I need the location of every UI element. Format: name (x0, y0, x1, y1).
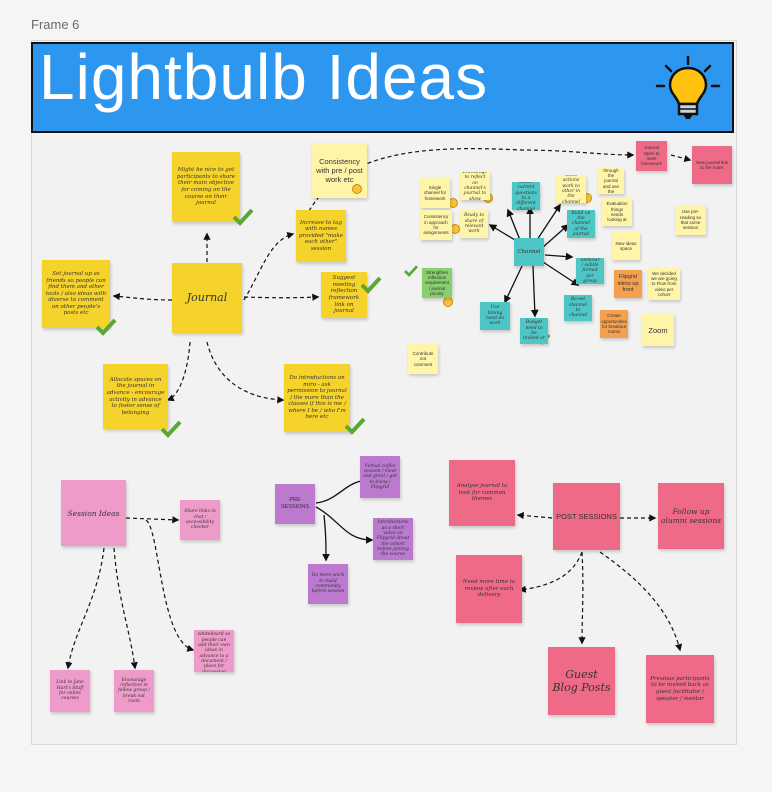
post-sessions-note[interactable]: POST SESSIONS (553, 483, 620, 550)
session-ideas-note[interactable]: Session Ideas (61, 480, 126, 546)
sticky-note[interactable]: Introductions as a short video on Flipgr… (373, 518, 413, 560)
sticky-note[interactable]: Do more work to build community before s… (308, 564, 348, 604)
sticky-note[interactable]: Share current questions to a different c… (512, 182, 540, 210)
consistency-note[interactable]: Consistency with pre / post work etc (312, 143, 367, 198)
sticky-note[interactable]: New ideas space (612, 232, 640, 260)
zoom-note[interactable]: Zoom (642, 314, 674, 346)
sticky-note[interactable]: Go through the journal and use the refle… (598, 168, 624, 194)
sticky-note[interactable]: Encourage to reflect on channel's journa… (460, 172, 490, 200)
pre-sessions-note[interactable]: PRE SESSIONS (275, 484, 315, 524)
sticky-note[interactable]: Link to Jane Hart's Stuff for online cou… (50, 670, 90, 712)
sticky-note[interactable]: Might be nice to get participants to sha… (172, 152, 240, 222)
sticky-note[interactable]: Guest Blog Posts (548, 647, 615, 715)
sticky-note[interactable]: Seminar / subtle format per group (576, 258, 604, 284)
sticky-note[interactable]: Virtual coffee session / meet and greet … (360, 456, 400, 498)
channel-note[interactable]: Channel (514, 238, 544, 266)
emoji-reaction-icon (352, 184, 362, 194)
sticky-note[interactable]: Previous participants to be invited back… (646, 655, 714, 723)
sticky-note[interactable]: Analyse journal to look for common theme… (449, 460, 515, 526)
sticky-note[interactable]: Do introductions on miro - ask permissio… (284, 364, 350, 432)
sticky-note[interactable]: Contribute not comment (408, 344, 438, 374)
sticky-note[interactable]: Share links in chat / accessibility chec… (180, 500, 220, 540)
emoji-reaction-icon (443, 297, 453, 307)
sticky-note[interactable]: Evaluation things needs looking at (602, 198, 632, 226)
sticky-note[interactable]: Consistency in approach for assignments (420, 210, 452, 240)
title-banner: Lightbulb Ideas (31, 41, 734, 133)
sticky-note[interactable]: Allocate spaces on the journal in advanc… (103, 364, 168, 429)
sticky-note[interactable]: Re-set channel to channel (564, 295, 592, 321)
sticky-note[interactable]: Work actions work to other in the channe… (556, 175, 586, 203)
journal-note[interactable]: Journal (172, 263, 242, 333)
checkmark-icon (160, 420, 182, 438)
sticky-note[interactable]: Set journal up as friends so people can … (42, 260, 110, 328)
sticky-note[interactable]: New journal link to the notes (692, 146, 732, 184)
sticky-note[interactable]: Use timing need do work (480, 302, 510, 330)
sticky-note[interactable]: Need more time to review after each deli… (456, 555, 522, 623)
sticky-note[interactable]: Suggest meeting reflection framework lin… (321, 272, 367, 318)
checkmark-icon (344, 417, 366, 435)
lightbulb-icon (655, 55, 721, 119)
sticky-note[interactable]: Use pre-reading so that some session (675, 205, 706, 235)
checkmark-icon (404, 265, 418, 277)
sticky-note[interactable]: Build on the channel of the journal (567, 210, 595, 238)
sticky-note[interactable]: Ready to share of relevant work (460, 210, 488, 238)
checkmark-icon (360, 276, 382, 294)
sticky-note[interactable]: Single channel for homework (420, 178, 450, 208)
sticky-note[interactable]: Follow up alumni sessions (658, 483, 724, 549)
checkmark-icon (232, 208, 254, 226)
sticky-note[interactable]: Budget need to be invited or (520, 318, 548, 344)
sticky-note[interactable]: Increase to tag with names provided "mak… (296, 210, 346, 262)
sticky-note[interactable]: Shared whiteboard so people can add thei… (194, 630, 234, 672)
sticky-note[interactable]: Strengthen reflection requirement / jour… (422, 268, 452, 298)
sticky-note[interactable]: We decided we are going to Flow from vid… (648, 268, 680, 300)
sticky-note[interactable]: Flipgrid intros up front (614, 270, 642, 298)
page-title: Lightbulb Ideas (39, 41, 489, 113)
sticky-note[interactable]: Journal Open to meet homework (636, 141, 667, 171)
frame-label: Frame 6 (31, 17, 80, 32)
sticky-note[interactable]: Create opportunities for breakout rooms (600, 310, 628, 338)
checkmark-icon (95, 318, 117, 336)
sticky-note[interactable]: Encourage reflection in fellow group / b… (114, 670, 154, 712)
